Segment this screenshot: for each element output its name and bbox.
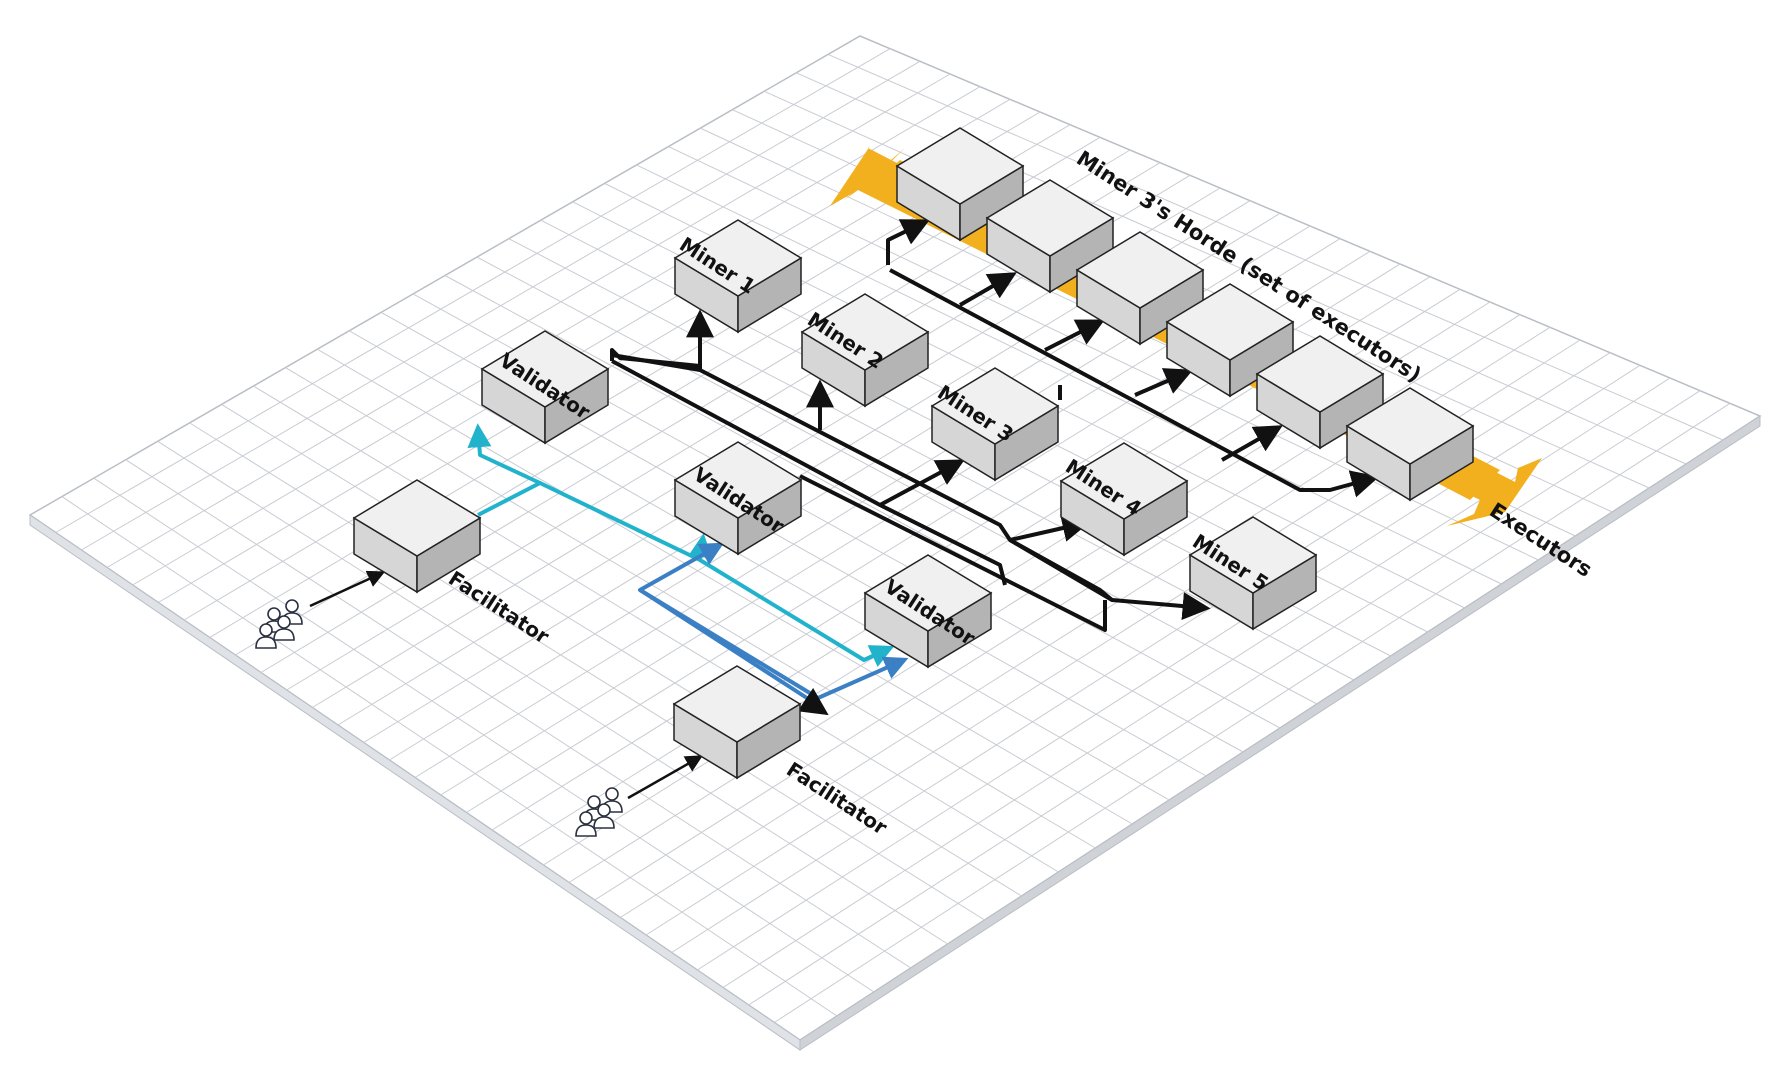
users-to-facilitator-b — [627, 755, 704, 800]
executor-block-4-top-face — [1165, 283, 1295, 361]
validator-c-to-facilitator-b — [797, 687, 829, 716]
horde-arrow-head-left — [844, 148, 905, 200]
miner-4-block-top-face — [1059, 442, 1189, 520]
grid-line — [774, 402, 1731, 1023]
users-icon-a — [255, 599, 303, 649]
grid-line — [722, 377, 1671, 988]
executor-block-5 — [1255, 335, 1385, 450]
miner-3-block — [930, 367, 1060, 482]
executor-block-6 — [1345, 387, 1475, 502]
executor-block-4 — [1165, 283, 1295, 398]
executor-block-3-top-face — [1075, 231, 1205, 309]
validator-a-block-top-face — [480, 330, 610, 408]
link-to-executor-6 — [889, 268, 1380, 498]
link-validator-b-trunk — [799, 474, 1107, 632]
link-to-miner-4 — [1009, 514, 1091, 542]
link-to-executor-4 — [1134, 368, 1194, 397]
users-icon-b — [575, 787, 623, 837]
validator-a-block — [480, 330, 610, 445]
miner-1-block — [673, 219, 803, 334]
executor-block-2 — [985, 179, 1115, 294]
users-to-facilitator-a — [309, 570, 386, 608]
connection-lines — [309, 219, 1380, 800]
facilitator-a-to-validator-c — [698, 558, 895, 667]
miner-2-block — [800, 293, 930, 408]
blocks — [352, 127, 1475, 780]
facilitator-b-block-top-face — [672, 665, 802, 743]
validator-c-block-top-face — [863, 554, 993, 632]
miner-4-block — [1059, 442, 1189, 557]
grid-line — [81, 60, 921, 551]
validator-c-block — [863, 554, 993, 669]
link-to-miner-5 — [1008, 538, 1211, 621]
facilitator-a-block — [352, 479, 482, 594]
miner-5-block — [1188, 516, 1318, 631]
link-to-executor-1 — [886, 219, 931, 265]
validator-b-block-top-face — [673, 441, 803, 519]
executor-block-1 — [895, 127, 1025, 242]
link-validator-a-to-c — [611, 359, 1007, 586]
executor-block-3 — [1075, 231, 1205, 346]
grid-line — [132, 86, 981, 586]
miner-3-block-top-face — [930, 367, 1060, 445]
link-to-executor-2 — [959, 272, 1017, 307]
grid-line — [106, 73, 951, 568]
miner-2-block-top-face — [800, 293, 930, 371]
grid-line — [748, 390, 1701, 1006]
miner-1-block-top-face — [673, 219, 803, 297]
facilitator-b-block — [672, 665, 802, 780]
executor-block-5-top-face — [1255, 335, 1385, 413]
link-to-executor-3 — [1044, 319, 1105, 352]
link-to-miner-3 — [879, 459, 965, 507]
executor-block-6-top-face — [1345, 387, 1475, 465]
validator-b-block — [673, 441, 803, 556]
icons — [255, 599, 623, 837]
grid-line — [55, 48, 891, 533]
facilitator-a-to-validator-a — [467, 423, 542, 517]
facilitator-a-block-top-face — [352, 479, 482, 557]
board-edge-right — [799, 415, 1761, 1051]
executor-block-2-top-face — [985, 179, 1115, 257]
executor-block-1-top-face — [895, 127, 1025, 205]
link-to-executor-5 — [1221, 425, 1283, 462]
miner-5-block-top-face — [1188, 516, 1318, 594]
